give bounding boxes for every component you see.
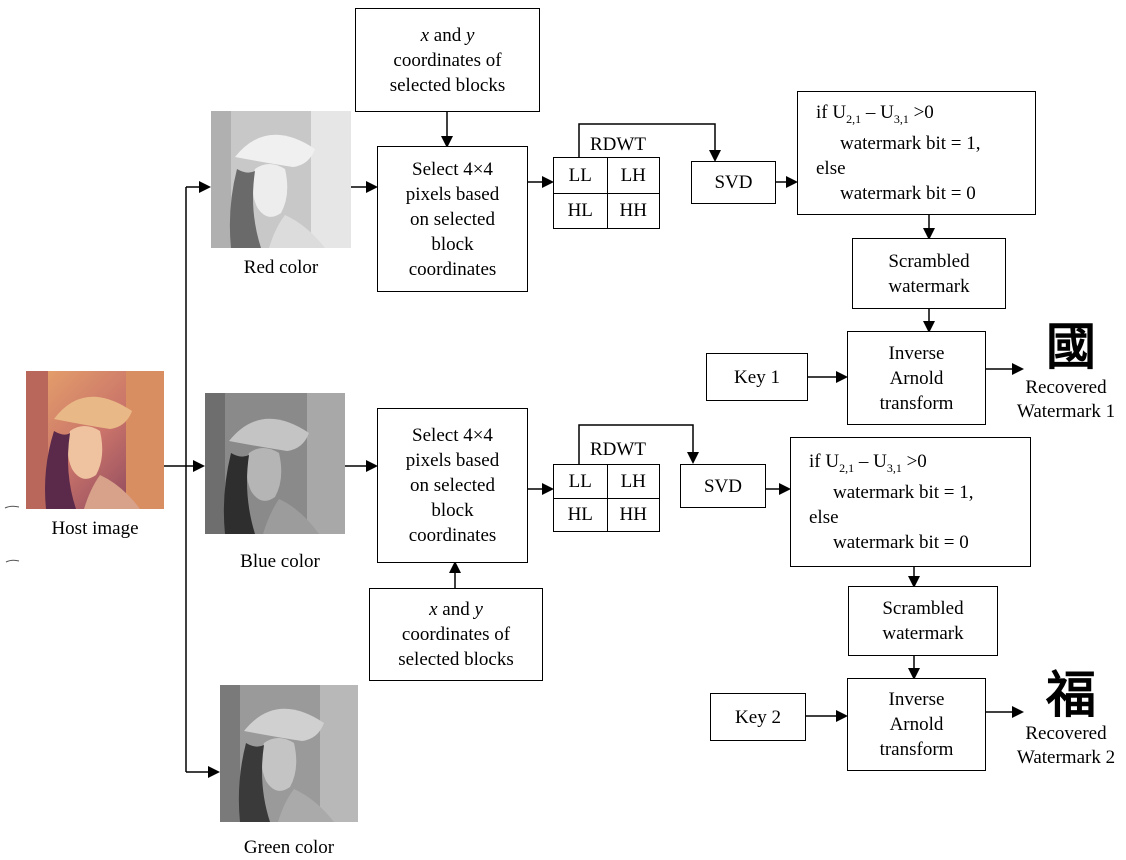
- coords-line-1: x and y: [420, 24, 475, 46]
- host-image: [26, 371, 164, 509]
- recovered-watermark-2-image: 福: [1046, 665, 1096, 724]
- rdwt-label-bottom: RDWT: [590, 439, 646, 460]
- green-channel-image: [220, 685, 358, 822]
- coords-line-2: coordinates of: [393, 49, 502, 71]
- svd-box-top: SVD: [691, 161, 776, 204]
- rdwt-grid-bottom: LL LH HL HH: [553, 464, 660, 532]
- red-channel-label: Red color: [243, 257, 319, 278]
- recovered-watermark-1-label: Recovered Watermark 1: [1016, 377, 1116, 422]
- key1-box: Key 1: [706, 353, 808, 401]
- recovered-watermark-2-label: Recovered Watermark 2: [1016, 723, 1116, 768]
- red-channel-image: [211, 111, 351, 248]
- rdwt-label-top: RDWT: [590, 134, 646, 155]
- svd-box-bottom: SVD: [680, 464, 766, 508]
- host-image-label: Host image: [51, 518, 139, 539]
- inverse-arnold-box-top: Inverse Arnold transform: [847, 331, 986, 425]
- arrow-rdwt-to-svd-bottom: [578, 424, 699, 464]
- decision-box-bottom: if U2,1 – U3,1 >0 watermark bit = 1, els…: [790, 437, 1031, 567]
- key2-box: Key 2: [710, 693, 806, 741]
- recovered-watermark-1-image: 國: [1046, 317, 1096, 376]
- inverse-arnold-box-bottom: Inverse Arnold transform: [847, 678, 986, 771]
- green-channel-label: Green color: [243, 837, 335, 858]
- decision-box-top: if U2,1 – U3,1 >0 watermark bit = 1, els…: [797, 91, 1036, 215]
- stray-mark-1: [4, 505, 20, 509]
- rdwt-hl: HL: [554, 498, 607, 531]
- rdwt-lh: LH: [606, 158, 660, 193]
- blue-channel-image: [205, 393, 345, 534]
- select-box-bottom: Select 4×4 pixels based on selected bloc…: [377, 408, 528, 563]
- coords-box-top: x and y coordinates of selected blocks: [355, 8, 540, 112]
- rdwt-grid-top: LL LH HL HH: [553, 157, 660, 229]
- coords-box-bottom: x and y coordinates of selected blocks: [369, 588, 543, 681]
- decision-condition: if U2,1 – U3,1 >0: [816, 101, 934, 126]
- arrow-rdwt-to-svd-top: [578, 123, 721, 162]
- select-box-top: Select 4×4 pixels based on selected bloc…: [377, 146, 528, 292]
- blue-channel-label: Blue color: [240, 551, 320, 572]
- rdwt-lh: LH: [606, 465, 660, 498]
- coords-line-3: selected blocks: [389, 74, 506, 96]
- scrambled-box-bottom: Scrambled watermark: [848, 586, 998, 656]
- rdwt-ll: LL: [568, 164, 592, 186]
- stray-mark-2: [5, 559, 20, 563]
- rdwt-hl: HL: [554, 193, 607, 228]
- rdwt-ll: LL: [568, 470, 592, 492]
- scrambled-box-top: Scrambled watermark: [852, 238, 1006, 309]
- rdwt-hh: HH: [606, 193, 659, 228]
- rdwt-hh: HH: [606, 498, 659, 531]
